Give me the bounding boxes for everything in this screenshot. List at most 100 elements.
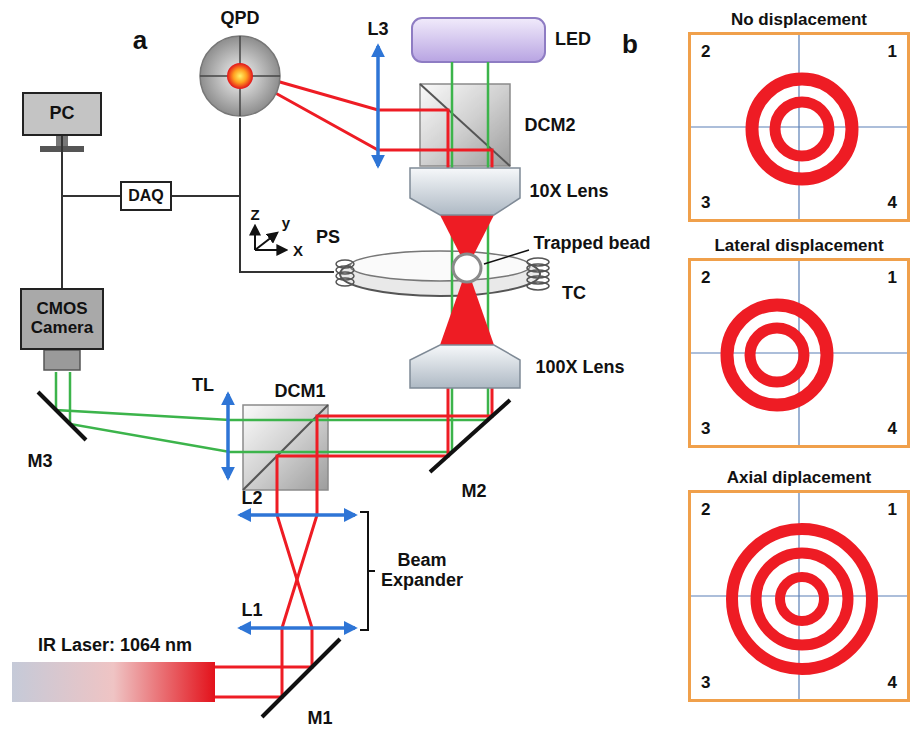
fringe-ring [775,102,829,156]
computer-monitor: PC [22,92,102,136]
part-name: 10X Lens [529,182,608,202]
mirror [38,392,86,440]
quadrant-number: 3 [701,674,710,691]
part-name: M2 [461,482,486,502]
fringe-ring [752,79,852,179]
camera-box: CMOS Camera [20,288,104,350]
lens-symbol [240,513,355,517]
part-name: M1 [307,709,332,729]
part-name: LED [555,30,591,50]
bracket [360,512,375,630]
box-text: DAQ [128,187,164,205]
quadrant-number: 3 [701,194,710,211]
objective-lens [410,345,520,388]
laser-beam [252,80,492,168]
part-name: IR Laser: 1064 nm [38,636,192,656]
part-name: TL [192,376,214,396]
leader-line [484,250,529,264]
mirror [262,639,340,717]
fringe-ring [727,305,827,405]
part-name: DCM2 [524,116,575,136]
quadrant-number: 3 [701,420,710,437]
illumination-beam [56,62,488,452]
panel-heading: Lateral displacement [671,236,917,256]
quadrant-photodiode: QPD [198,34,282,118]
fringe-ring [750,328,804,382]
axis-label: Z [250,207,259,224]
box-text: CMOS Camera [27,300,97,337]
lens-symbol [376,46,380,166]
beam-pattern [691,261,907,445]
laser-beam [215,388,448,667]
fringe-ring [732,529,872,669]
fringe-ring [756,553,848,645]
qpd-pattern-box: Axial diplacement2134 [688,490,910,702]
quadrant-number: 2 [701,501,710,518]
quadrant-line [691,126,907,127]
dichroic-cube [420,84,510,166]
part-name: 100X Lens [535,358,624,378]
part-name: Beam Expander [377,551,467,591]
panel-heading: No displacement [671,10,917,30]
box-text: PC [49,104,74,124]
daq-box: DAQ [120,181,172,211]
axis-arrows [255,226,286,250]
dichroic-cube [243,405,328,490]
qpd-pattern-box: Lateral displacement2134 [688,258,910,448]
trapped-bead [453,254,481,282]
temperature-coil [336,278,354,286]
quadrant-number: 1 [888,43,897,60]
mirror [430,400,510,472]
illumination-beam [70,62,452,452]
panel-letter: a [133,26,147,55]
axis-arrows [255,233,277,250]
photodiode-symbol [198,34,282,118]
led-source [412,18,545,62]
sample-stage [350,251,530,281]
signal-wire [61,136,63,288]
axis-label: X [293,243,303,260]
part-name: M3 [27,452,52,472]
quadrant-number: 1 [888,269,897,286]
qpd-pattern-box: No displacement2134 [688,32,910,222]
part-name: DCM1 [274,382,325,402]
laser-beam [252,74,448,168]
axis-label: y [282,215,290,232]
quadrant-number: 2 [701,269,710,286]
beam-pattern [691,35,907,219]
objective-lens [410,168,520,215]
beam-pattern [691,493,907,699]
laser-beam [215,388,492,697]
dichroic-cube [243,405,328,490]
sample-stage [340,251,540,296]
temperature-coil [336,258,549,290]
camera-lens [44,350,80,370]
panel-letter: b [622,30,638,59]
sample-stage [340,252,540,296]
axis-arrows [254,226,256,250]
lens-symbol [226,394,230,478]
signal-wire [62,136,120,196]
temperature-coil [527,282,549,290]
part-name: TC [562,284,586,304]
part-name: PS [316,228,340,248]
signal-wire [172,118,240,196]
part-name: L1 [241,601,262,621]
quadrant-number: 1 [888,501,897,518]
part-name: Trapped bead [533,234,650,254]
panel-heading: Axial diplacement [671,468,917,488]
quadrant-number: 4 [888,420,897,437]
lens-symbol [228,46,378,628]
lens-symbol [240,626,355,630]
quadrant-number: 4 [888,194,897,211]
quadrant-number: 2 [701,43,710,60]
device-name: QPD [178,8,302,29]
photodiode-disk [200,36,280,116]
axis-arrows [255,249,286,251]
laser-source [12,662,215,702]
dichroic-cube [420,84,510,166]
quadrant-number: 4 [888,674,897,691]
laser-spot [227,63,253,89]
part-name: L2 [241,489,262,509]
